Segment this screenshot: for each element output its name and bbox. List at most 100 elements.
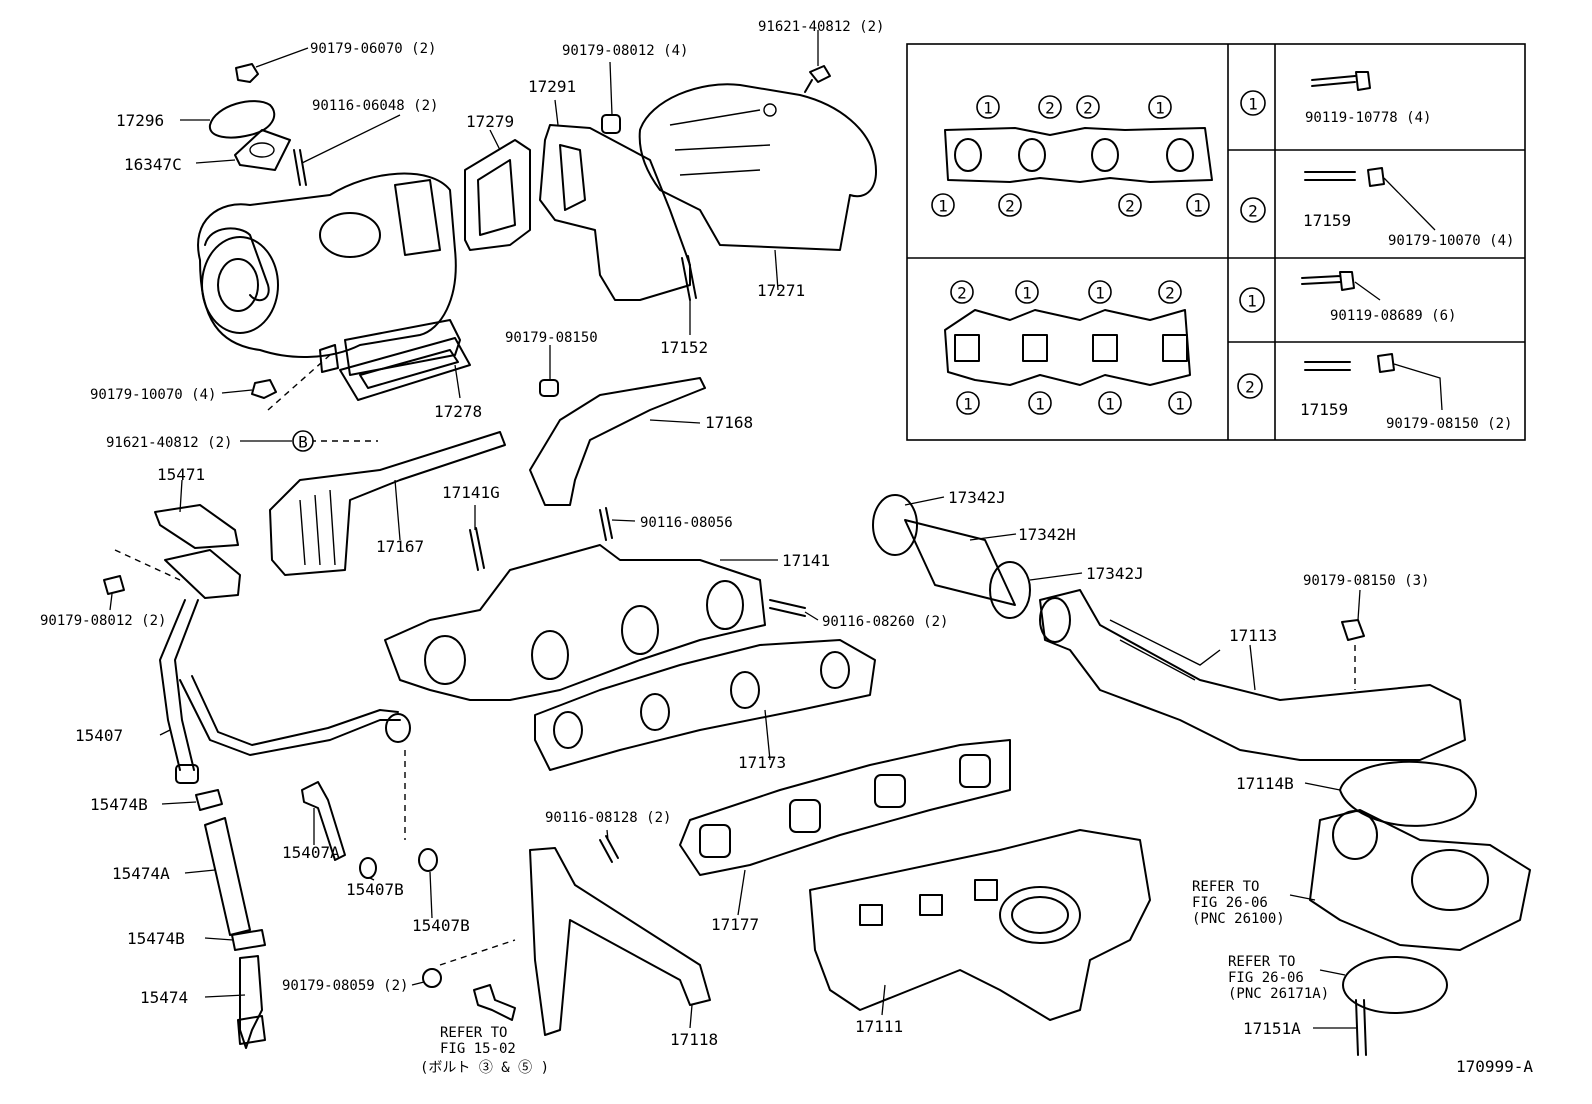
reference-b-circle — [292, 430, 314, 452]
legend-upper-mark: 2 — [1045, 99, 1055, 118]
legend-lower-key-1-circle — [1239, 287, 1265, 313]
legend-lower-row2-part-2: 90179-08150 (2) — [1386, 416, 1512, 432]
legend-upper-key-2-circle — [1240, 197, 1266, 223]
label-17278: 17278 — [434, 402, 482, 421]
label-91621-40812-mid: 91621-40812 (2) — [106, 435, 232, 451]
legend-table: 1 2 2 1 1 2 2 1 1 90119-10778 (4) 2 1715… — [906, 43, 1526, 441]
nut-90179-08150-3-drawing — [1341, 619, 1365, 641]
legend-lower-mark: 1 — [1035, 395, 1045, 414]
oil-pipe-15407-drawing — [159, 549, 411, 784]
legend-lower-key-2-circle — [1237, 373, 1263, 399]
legend-upper-mark: 2 — [1125, 197, 1135, 216]
figure-id: 170999-A — [1456, 1057, 1533, 1076]
label-17141G: 17141G — [442, 483, 500, 502]
part-labels: 90179-06070 (2) 17296 90116-06048 (2) 16… — [40, 19, 1533, 1076]
legend-lower-row1-part: 90119-08689 (6) — [1330, 308, 1456, 324]
label-91621-40812-top: 91621-40812 (2) — [758, 19, 884, 35]
legend-lower-marks-top: 2 1 1 2 — [950, 280, 1182, 304]
label-17342H: 17342H — [1018, 525, 1076, 544]
legend-lower-row2-part-1: 17159 — [1300, 400, 1348, 419]
legend-lower-port-4 — [1162, 334, 1188, 362]
gasket-17296-drawing — [208, 100, 291, 171]
label-17173: 17173 — [738, 753, 786, 772]
label-15407B-1: 15407B — [346, 880, 404, 899]
label-16347C: 16347C — [124, 155, 182, 174]
refer-note-2-line-1: REFER TO — [1192, 879, 1259, 895]
refer-note-2-line-3: (PNC 26100) — [1192, 911, 1285, 927]
label-90116-08056: 90116-08056 — [640, 515, 733, 531]
intake-pipe-17113-drawing — [1039, 589, 1466, 761]
union-15474-nut — [237, 1015, 266, 1045]
insulator-17271-drawing — [638, 83, 877, 251]
leader-lines — [109, 30, 1361, 1029]
throttle-body-drawing — [1309, 809, 1531, 951]
legend-lower-port-1 — [954, 334, 980, 362]
label-90179-08012-2: 90179-08012 (2) — [40, 613, 166, 629]
legend-stud-drawing — [1304, 171, 1356, 181]
legend-upper-key-1: 1 — [1248, 95, 1258, 114]
legend-upper-row1-part: 90119-10778 (4) — [1305, 110, 1431, 126]
legend-lower-stud-drawing — [1304, 361, 1351, 371]
nut-90179-08059-drawing — [422, 968, 442, 988]
ref-bolt-drawing — [473, 984, 516, 1021]
legend-bolt-drawing — [1311, 71, 1371, 91]
refer-note-3-line-3: (PNC 26171A) — [1228, 986, 1329, 1002]
stud-90116-08260-drawing — [769, 599, 806, 617]
label-15407A: 15407A — [282, 843, 340, 862]
gasket-17114B-drawing — [1339, 760, 1477, 827]
legend-upper-marks-bottom: 1 2 2 1 — [931, 193, 1210, 217]
label-17177: 17177 — [711, 915, 759, 934]
label-17296: 17296 — [116, 111, 164, 130]
legend-upper-key-1-circle — [1240, 90, 1266, 116]
label-15407B-2: 15407B — [412, 916, 470, 935]
insulator-17167-ribs — [299, 489, 336, 566]
legend-lower-marks-bottom: 1 1 1 1 — [956, 391, 1192, 415]
legend-lower-mark: 2 — [1165, 284, 1175, 303]
legend-lower-mark: 2 — [957, 284, 967, 303]
gasket-15471-drawing — [154, 504, 239, 549]
label-90116-06048: 90116-06048 (2) — [312, 98, 438, 114]
stud-17151A-drawing — [1355, 999, 1367, 1056]
refer-note-3-line-2: FIG 26-06 — [1228, 970, 1304, 986]
legend-lower-gasket-drawing — [944, 309, 1191, 386]
label-reference-b: B — [298, 433, 308, 452]
legend-lower-port-3 — [1092, 334, 1118, 362]
insulator-17168-drawing — [529, 377, 706, 506]
legend-upper-port-2 — [1018, 138, 1046, 172]
washer-15407B-2-drawing — [418, 848, 438, 872]
label-90179-08012-4: 90179-08012 (4) — [562, 43, 688, 59]
legend-upper-mark: 2 — [1083, 99, 1093, 118]
legend-lower-mark: 1 — [1105, 395, 1115, 414]
gasket-17278-drawing — [339, 337, 471, 401]
label-17114B: 17114B — [1236, 774, 1294, 793]
bolt-91621-top-drawing — [804, 65, 831, 93]
label-90179-08059: 90179-08059 (2) — [282, 978, 408, 994]
label-90116-08260: 90116-08260 (2) — [822, 614, 948, 630]
legend-frame — [906, 43, 1526, 441]
label-90179-10070-4: 90179-10070 (4) — [90, 387, 216, 403]
stud-90116-08128-drawing — [599, 835, 619, 863]
legend-lower-key-2: 2 — [1245, 378, 1255, 397]
stud-17141G-drawing — [469, 527, 485, 571]
insulator-17167-drawing — [269, 431, 506, 576]
bolt-15407A-drawing — [301, 781, 346, 861]
refer-note-1-line-3: (ボルト ③ & ⑤ ) — [420, 1060, 549, 1076]
legend-upper-key-2: 2 — [1248, 202, 1258, 221]
label-15474B-bottom: 15474B — [127, 929, 185, 948]
intake-manifold-17111-drawing — [809, 829, 1151, 1021]
refer-note-1: REFER TO FIG 15-02 (ボルト ③ & ⑤ ) — [420, 1025, 549, 1076]
gasket-17177-drawing — [679, 739, 1011, 876]
clamp-15474B-top-drawing — [195, 789, 223, 811]
clamp-15474B-bottom-drawing — [231, 929, 266, 951]
label-17167: 17167 — [376, 537, 424, 556]
elbow-17291-drawing — [464, 124, 691, 301]
label-15474A: 15474A — [112, 864, 170, 883]
legend-upper-marks-top: 1 2 2 1 — [976, 95, 1172, 119]
label-17141: 17141 — [782, 551, 830, 570]
refer-note-1-line-1: REFER TO — [440, 1025, 507, 1041]
nut-90179-08012-2-drawing — [103, 575, 125, 595]
legend-upper-port-1 — [954, 138, 982, 172]
legend-upper-mark: 1 — [938, 197, 948, 216]
stud-17152-drawing — [681, 255, 697, 301]
